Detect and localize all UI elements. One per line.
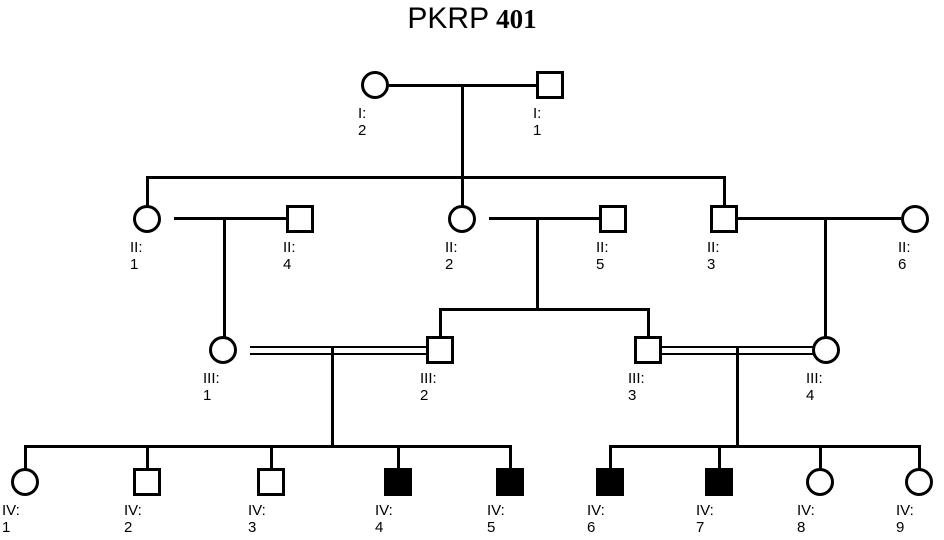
individual-label-II-1: II:1	[130, 239, 143, 273]
sibship-drop-IV-9	[918, 445, 921, 470]
individual-label-IV-1: IV:1	[2, 502, 20, 536]
consanguineous-marriage-line-III1-III2-upper	[250, 346, 440, 348]
title-family-code: PKRP	[407, 2, 490, 35]
descent-line-II1-II4	[223, 217, 226, 350]
individual-label-III-3: III:3	[628, 370, 645, 404]
male-square-symbol	[599, 205, 627, 233]
descent-line-III3-III4	[736, 346, 739, 447]
descent-line-III1-III2	[331, 346, 334, 447]
female-circle-symbol	[812, 336, 840, 364]
female-circle-symbol	[133, 205, 161, 233]
female-circle-symbol	[448, 205, 476, 233]
descent-line-gen-I	[461, 84, 464, 178]
individual-label-I-2: I:2	[358, 105, 367, 139]
sibship-line-gen-IV-left	[24, 445, 512, 448]
individual-label-IV-7: IV:7	[696, 502, 714, 536]
marriage-line-II1-II4	[174, 217, 286, 220]
sibship-drop-IV-6	[609, 445, 612, 470]
male-square-symbol	[257, 468, 285, 496]
individual-label-II-2: II:2	[445, 239, 458, 273]
male-square-symbol	[133, 468, 161, 496]
sibship-drop-II-3	[723, 176, 726, 206]
individual-label-IV-6: IV:6	[587, 502, 605, 536]
sibship-drop-IV-5	[509, 445, 512, 470]
individual-label-IV-9: IV:9	[896, 502, 914, 536]
marriage-line-II2-II5	[489, 217, 599, 220]
descent-line-II3-II6	[824, 217, 827, 350]
individual-label-IV-5: IV:5	[487, 502, 505, 536]
individual-label-II-4: II:4	[283, 239, 296, 273]
sibship-line-gen-II	[146, 176, 726, 179]
sibship-drop-IV-1	[24, 445, 27, 470]
male-square-symbol-affected	[596, 468, 624, 496]
title-family-number: 401	[496, 4, 537, 34]
sibship-drop-III-2	[439, 308, 442, 350]
individual-label-III-1: III:1	[203, 370, 220, 404]
female-circle-symbol	[901, 205, 929, 233]
sibship-drop-III-3	[647, 308, 650, 350]
male-square-symbol	[286, 205, 314, 233]
sibship-drop-II-2	[461, 176, 464, 206]
individual-label-III-2: III:2	[420, 370, 437, 404]
female-circle-symbol	[905, 468, 933, 496]
female-circle-symbol	[209, 336, 237, 364]
male-square-symbol-affected	[496, 468, 524, 496]
individual-label-II-5: II:5	[596, 239, 609, 273]
sibship-drop-IV-7	[718, 445, 721, 470]
consanguineous-marriage-line-III1-III2-lower	[250, 353, 440, 355]
sibship-drop-IV-8	[819, 445, 822, 470]
individual-label-IV-2: IV:2	[124, 502, 142, 536]
sibship-line-gen-IV-right	[609, 445, 921, 448]
sibship-line-gen-III	[439, 308, 650, 311]
sibship-drop-IV-3	[270, 445, 273, 470]
individual-label-IV-8: IV:8	[797, 502, 815, 536]
individual-label-IV-4: IV:4	[375, 502, 393, 536]
female-circle-symbol	[806, 468, 834, 496]
sibship-drop-IV-4	[397, 445, 400, 470]
male-square-symbol	[710, 205, 738, 233]
individual-label-IV-3: IV:3	[248, 502, 266, 536]
individual-label-II-6: II:6	[898, 239, 911, 273]
descent-line-II2-II5	[536, 217, 539, 310]
individual-label-I-1: I:1	[533, 105, 542, 139]
male-square-symbol-affected	[705, 468, 733, 496]
sibship-drop-IV-2	[146, 445, 149, 470]
female-circle-symbol	[361, 71, 389, 99]
male-square-symbol	[634, 336, 662, 364]
individual-label-III-4: III:4	[806, 370, 823, 404]
female-circle-symbol	[11, 468, 39, 496]
sibship-drop-II-1	[146, 176, 149, 206]
male-square-symbol	[426, 336, 454, 364]
male-square-symbol	[536, 71, 564, 99]
marriage-line-II3-II6	[738, 217, 901, 220]
male-square-symbol-affected	[384, 468, 412, 496]
individual-label-II-3: II:3	[707, 239, 720, 273]
